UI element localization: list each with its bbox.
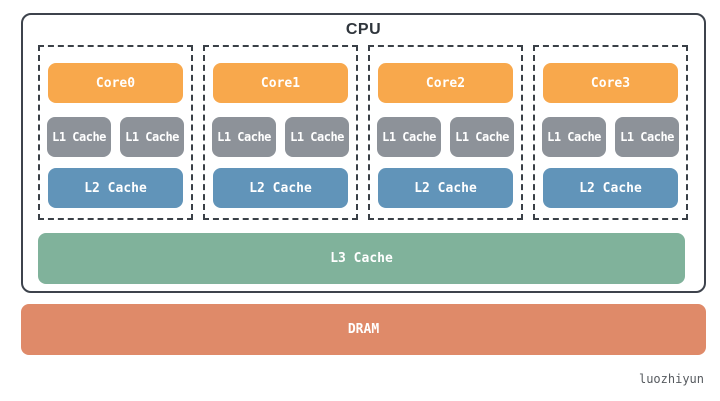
core0-l2-cache-block: L2 Cache <box>48 168 183 208</box>
core2-l1-row: L1 Cache L1 Cache <box>377 117 514 157</box>
core1-l1-cache-block: L1 Cache <box>285 117 349 157</box>
core0-l1-row: L1 Cache L1 Cache <box>47 117 184 157</box>
cpu-package-box: CPU Core0 L1 Cache L1 Cache L2 Cache Cor… <box>21 13 706 293</box>
dram-block: DRAM <box>21 304 706 355</box>
core2-l2-cache-block: L2 Cache <box>378 168 513 208</box>
core0-block: Core0 <box>48 63 183 103</box>
core-group-3: Core3 L1 Cache L1 Cache L2 Cache <box>533 45 688 220</box>
core-group-0: Core0 L1 Cache L1 Cache L2 Cache <box>38 45 193 220</box>
core3-l1-row: L1 Cache L1 Cache <box>542 117 679 157</box>
core-group-2: Core2 L1 Cache L1 Cache L2 Cache <box>368 45 523 220</box>
core2-block: Core2 <box>378 63 513 103</box>
core3-l1-cache-block: L1 Cache <box>542 117 606 157</box>
core3-l1-cache-block: L1 Cache <box>615 117 679 157</box>
core2-l1-cache-block: L1 Cache <box>450 117 514 157</box>
core1-l2-cache-block: L2 Cache <box>213 168 348 208</box>
cpu-label: CPU <box>345 21 382 38</box>
l3-cache-block: L3 Cache <box>38 233 685 284</box>
core1-block: Core1 <box>213 63 348 103</box>
core3-block: Core3 <box>543 63 678 103</box>
core3-l2-cache-block: L2 Cache <box>543 168 678 208</box>
watermark-text: luozhiyun <box>638 372 704 386</box>
core1-l1-row: L1 Cache L1 Cache <box>212 117 349 157</box>
core2-l1-cache-block: L1 Cache <box>377 117 441 157</box>
core0-l1-cache-block: L1 Cache <box>120 117 184 157</box>
core-group-1: Core1 L1 Cache L1 Cache L2 Cache <box>203 45 358 220</box>
core1-l1-cache-block: L1 Cache <box>212 117 276 157</box>
core0-l1-cache-block: L1 Cache <box>47 117 111 157</box>
core-groups-row: Core0 L1 Cache L1 Cache L2 Cache Core1 L… <box>38 45 688 220</box>
